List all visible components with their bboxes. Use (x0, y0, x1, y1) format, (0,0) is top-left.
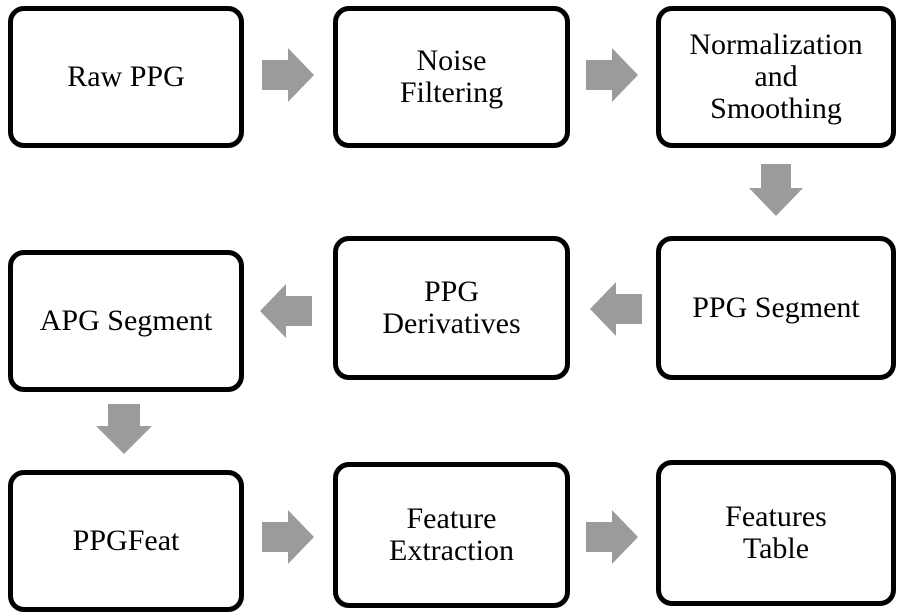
box-raw-ppg: Raw PPG (8, 6, 244, 148)
arrow-right-icon (262, 48, 314, 102)
box-label-noise-filtering: Noise Filtering (399, 44, 504, 109)
arrow-right-icon (586, 48, 638, 102)
box-normalization-and-smoothing: Normalization and Smoothing (656, 6, 896, 148)
box-label-ppg-segment: PPG Segment (692, 291, 860, 324)
arrow-down-icon (96, 404, 152, 454)
arrow-right-icon (262, 510, 314, 564)
box-ppg-derivatives: PPG Derivatives (333, 236, 570, 380)
arrow-right-icon (586, 510, 638, 564)
box-label-raw-ppg: Raw PPG (67, 60, 185, 93)
box-noise-filtering: Noise Filtering (333, 6, 570, 148)
box-label-apg-segment: APG Segment (39, 304, 213, 337)
box-ppg-segment: PPG Segment (656, 236, 896, 380)
box-feature-extraction: Feature Extraction (333, 462, 570, 608)
arrow-left-icon (590, 282, 642, 336)
box-label-features-table: Features Table (725, 500, 827, 565)
box-label-feature-extraction: Feature Extraction (389, 502, 514, 567)
box-ppgfeat: PPGFeat (8, 470, 244, 612)
box-apg-segment: APG Segment (8, 250, 244, 392)
arrow-down-icon (749, 164, 803, 216)
box-features-table: Features Table (656, 460, 896, 606)
box-label-ppgfeat: PPGFeat (72, 524, 180, 557)
arrow-left-icon (260, 284, 312, 338)
box-label-normalization-and-smoothing: Normalization and Smoothing (689, 28, 863, 125)
box-label-ppg-derivatives: PPG Derivatives (382, 275, 521, 340)
